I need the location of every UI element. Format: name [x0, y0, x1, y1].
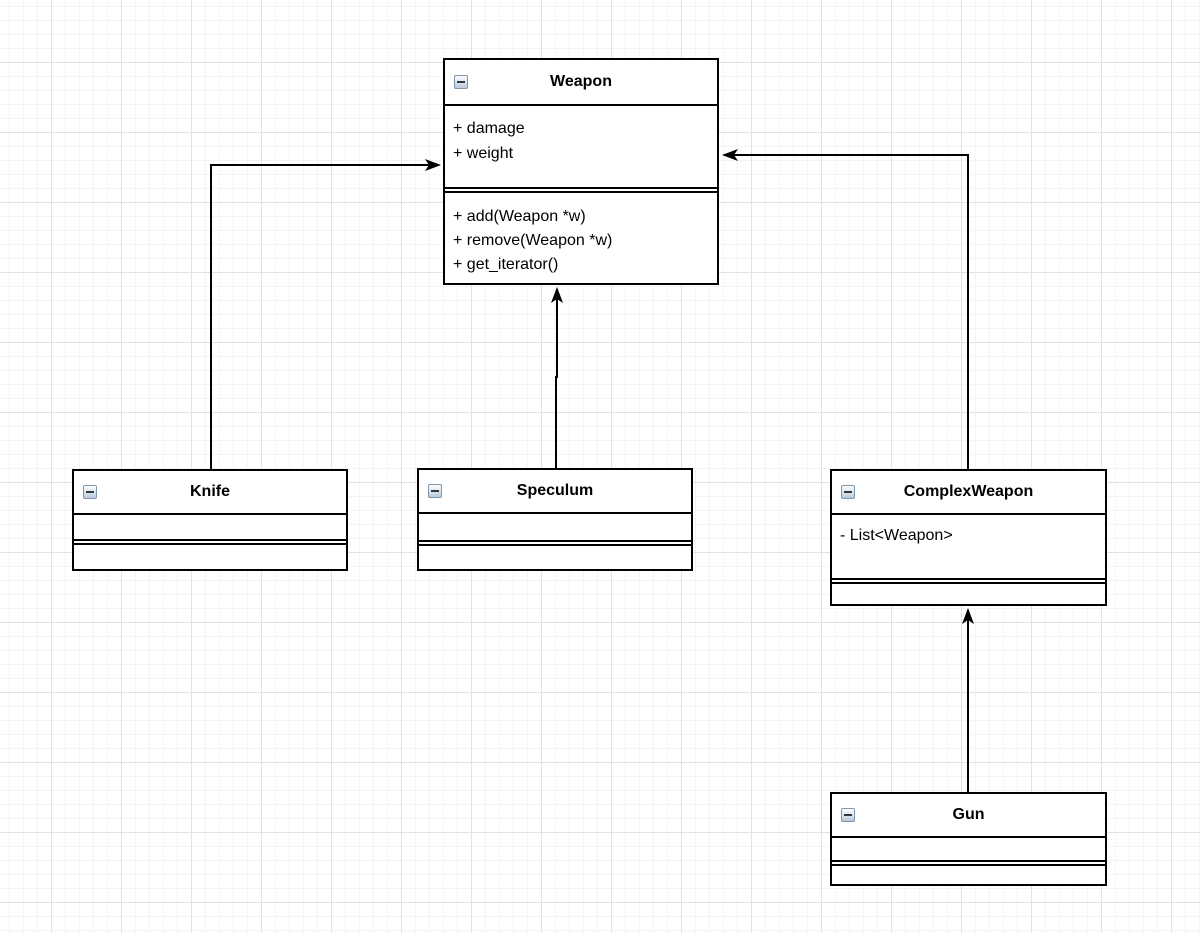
- collapse-minus-icon[interactable]: [841, 485, 855, 499]
- class-attribute: + weight: [453, 145, 514, 162]
- minus-glyph: [457, 81, 465, 83]
- methods-section: [419, 546, 691, 556]
- class-name: Weapon: [550, 73, 612, 90]
- attributes-section: [832, 838, 1105, 862]
- edge-knife-to-weapon[interactable]: [210, 159, 441, 469]
- class-box-speculum[interactable]: Speculum: [417, 468, 693, 571]
- section-divider: [419, 542, 691, 546]
- attributes-section: - List<Weapon>: [832, 515, 1105, 580]
- collapse-minus-icon[interactable]: [454, 75, 468, 89]
- class-name: Knife: [190, 483, 230, 500]
- collapse-minus-icon[interactable]: [428, 484, 442, 498]
- attributes-section: [74, 515, 346, 541]
- class-box-gun[interactable]: Gun: [830, 792, 1107, 886]
- class-title-bar: ComplexWeapon: [832, 471, 1105, 515]
- methods-section: + add(Weapon *w) + remove(Weapon *w) + g…: [445, 193, 717, 277]
- minus-glyph: [844, 491, 852, 493]
- methods-section: [74, 545, 346, 555]
- class-attribute: + damage: [453, 120, 525, 137]
- class-name: Gun: [952, 806, 985, 823]
- section-divider: [832, 580, 1105, 584]
- minus-glyph: [86, 491, 94, 493]
- section-divider: [74, 541, 346, 545]
- class-box-knife[interactable]: Knife: [72, 469, 348, 571]
- class-name: ComplexWeapon: [903, 483, 1034, 500]
- attributes-section: + damage + weight: [445, 106, 717, 189]
- class-box-complexweapon[interactable]: ComplexWeapon - List<Weapon>: [830, 469, 1107, 606]
- class-title-bar: Gun: [832, 794, 1105, 838]
- class-method: + get_iterator(): [453, 256, 559, 273]
- minus-glyph: [844, 814, 852, 816]
- section-divider: [445, 189, 717, 193]
- methods-section: [832, 584, 1105, 594]
- class-attribute: - List<Weapon>: [840, 527, 953, 544]
- class-title-bar: Speculum: [419, 470, 691, 514]
- class-method: + add(Weapon *w): [453, 208, 586, 225]
- collapse-minus-icon[interactable]: [83, 485, 97, 499]
- class-method: + remove(Weapon *w): [453, 232, 613, 249]
- class-title-bar: Weapon: [445, 60, 717, 106]
- edge-complexweapon-to-weapon[interactable]: [722, 149, 969, 469]
- edge-speculum-to-weapon[interactable]: [551, 287, 563, 468]
- class-box-weapon[interactable]: Weapon + damage + weight + add(Weapon *w…: [443, 58, 719, 285]
- attributes-section: [419, 514, 691, 542]
- class-title-bar: Knife: [74, 471, 346, 515]
- section-divider: [832, 862, 1105, 866]
- class-name: Speculum: [516, 482, 594, 499]
- methods-section: [832, 866, 1105, 876]
- minus-glyph: [431, 490, 439, 492]
- collapse-minus-icon[interactable]: [841, 808, 855, 822]
